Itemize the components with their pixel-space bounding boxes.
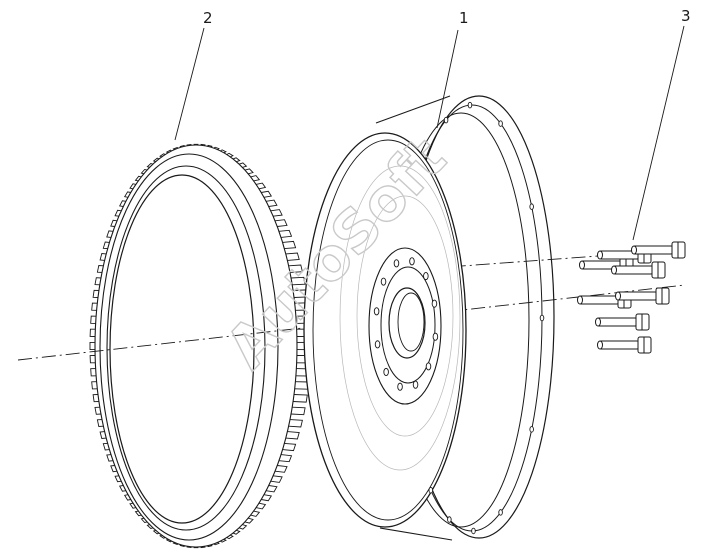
callout-label-2: 2	[203, 9, 213, 27]
bolt	[615, 287, 670, 305]
bolt-shaft	[597, 340, 641, 350]
hub-bolt-hole	[423, 271, 429, 281]
rim-hole	[529, 203, 534, 210]
rim-hole	[498, 120, 503, 127]
bolt-tip	[579, 260, 585, 270]
ring-gear-tooth-root	[94, 144, 298, 548]
hub-bolt-hole	[412, 380, 419, 389]
bolt-shaft	[615, 291, 659, 301]
leader-line-3	[632, 25, 685, 241]
bolt-tip	[631, 245, 637, 255]
rim-hole	[529, 426, 534, 433]
bolt-tip	[611, 265, 617, 275]
hub-bolt-hole	[380, 277, 387, 286]
flywheel-hub-step	[380, 266, 436, 384]
flywheel-top-edge	[375, 95, 451, 124]
leader-lines	[174, 25, 685, 241]
flywheel-bolts	[577, 241, 686, 354]
rim-hole	[471, 527, 476, 535]
flywheel-front-chamfer	[312, 139, 464, 521]
hub-bolt-hole	[373, 307, 380, 316]
bolt-tip	[615, 291, 621, 301]
bolt-shaft	[611, 265, 655, 275]
hub-bolt-hole	[397, 382, 403, 391]
flywheel-bottom-edge	[379, 527, 453, 541]
bolt	[631, 241, 686, 259]
rim-hole	[428, 486, 434, 494]
flywheel-center-bore-inner	[397, 292, 425, 352]
bolt-tip	[595, 317, 601, 327]
hub-bolt-hole	[383, 367, 389, 377]
flywheel-hub	[368, 247, 442, 405]
hub-bolt-hole	[425, 362, 432, 371]
hub-bolt-hole	[409, 257, 415, 266]
ring-gear-bore	[109, 174, 255, 524]
bolt	[597, 336, 652, 354]
leader-line-2	[174, 27, 205, 141]
flywheel	[303, 95, 555, 541]
ring-gear	[89, 143, 312, 549]
hub-bolt-hole	[393, 259, 400, 268]
hub-bolt-hole	[432, 332, 439, 341]
rim-hole	[447, 516, 452, 523]
flywheel-face-rings	[339, 165, 461, 471]
bolt	[595, 313, 650, 331]
bolt	[611, 261, 666, 279]
bolt-tip	[597, 340, 603, 350]
bolt-shaft	[631, 245, 675, 255]
bolt-tip	[577, 295, 583, 305]
flywheel-hub-bolt-holes	[373, 257, 439, 391]
hub-bolt-hole	[431, 299, 438, 308]
bolt-tip	[597, 250, 603, 260]
flywheel-center-bore	[388, 287, 426, 359]
callout-label-3: 3	[681, 7, 691, 25]
flywheel-rim-holes	[428, 101, 545, 535]
hub-bolt-hole	[374, 340, 381, 349]
main-axis-line	[17, 284, 686, 361]
rim-hole	[539, 314, 545, 322]
bolt-shaft	[577, 295, 621, 305]
ring-gear-inner-edge	[106, 165, 266, 531]
ring-gear-face	[99, 153, 279, 541]
leader-line-1	[436, 29, 459, 129]
rim-hole	[443, 116, 449, 124]
rim-hole	[467, 101, 473, 109]
bolt-shaft	[595, 317, 639, 327]
rim-hole	[498, 509, 503, 516]
callout-label-1: 1	[459, 9, 469, 27]
flywheel-front-face	[303, 132, 467, 528]
